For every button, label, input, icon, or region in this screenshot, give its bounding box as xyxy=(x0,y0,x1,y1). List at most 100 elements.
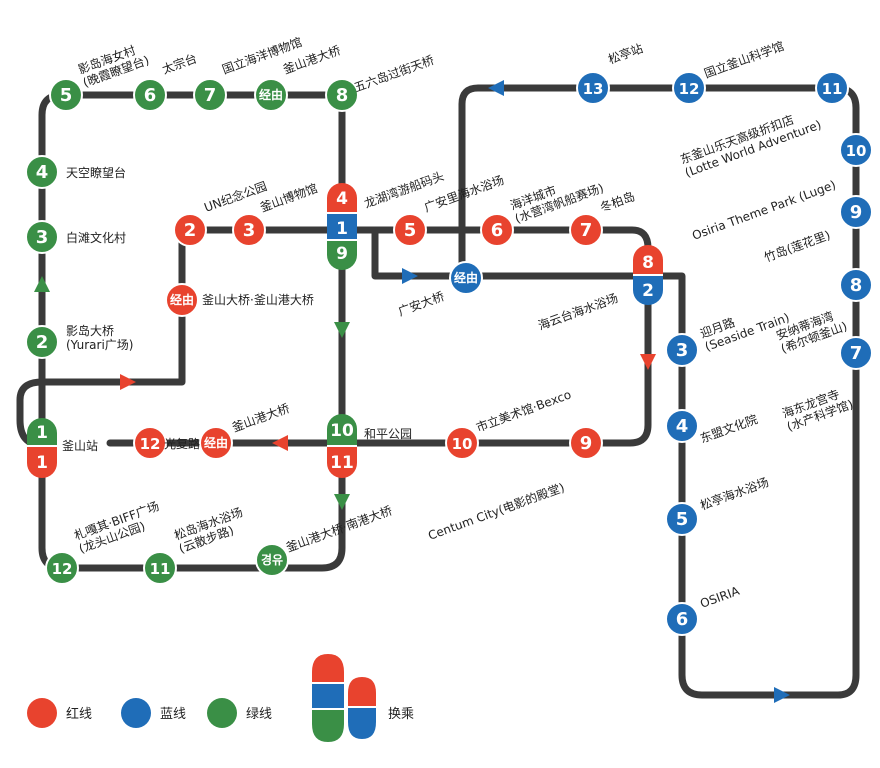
label-g1: 釜山站 xyxy=(62,438,98,453)
station-circle[interactable] xyxy=(254,78,288,112)
station-circle[interactable] xyxy=(133,78,167,112)
station-g8[interactable]: 8 xyxy=(325,78,359,112)
station-circle[interactable] xyxy=(665,409,699,443)
station-circle[interactable] xyxy=(576,71,610,105)
station-number: 经由 xyxy=(170,292,194,307)
station-circle[interactable] xyxy=(133,426,167,460)
station-circle[interactable] xyxy=(839,268,873,302)
transfer-pill-busan-station[interactable] xyxy=(27,418,57,478)
station-g6[interactable]: 6 xyxy=(133,78,167,112)
station-circle[interactable] xyxy=(665,502,699,536)
station-number: 12 xyxy=(140,435,161,453)
station-circle[interactable] xyxy=(815,71,849,105)
station-number: 6 xyxy=(676,609,689,630)
label-b5: 松亭海水浴场 xyxy=(698,474,771,513)
station-b12[interactable]: 12 xyxy=(672,71,706,105)
station-circle[interactable] xyxy=(445,426,479,460)
station-g4[interactable]: 4 xyxy=(25,155,59,189)
station-r5[interactable]: 5 xyxy=(393,213,427,247)
station-b4[interactable]: 4 xyxy=(665,409,699,443)
station-r7[interactable]: 7 xyxy=(569,213,603,247)
station-label: 釜山站 xyxy=(62,438,98,453)
station-gvia2[interactable]: 경유 xyxy=(255,543,289,577)
station-circle[interactable] xyxy=(255,543,289,577)
legend-green-dot xyxy=(207,698,237,728)
label-r9: Centum City(电影的殿堂) xyxy=(426,479,567,542)
station-b9[interactable]: 9 xyxy=(839,195,873,229)
station-g3[interactable]: 3 xyxy=(25,220,59,254)
station-label: 釜山港大桥 xyxy=(230,400,292,435)
legend-transfer-pill-2 xyxy=(348,677,376,739)
station-circle[interactable] xyxy=(165,283,199,317)
station-bvia[interactable]: 经由 xyxy=(449,261,483,295)
station-b11[interactable]: 11 xyxy=(815,71,849,105)
arrow-green-down-1 xyxy=(334,322,350,338)
station-label: 太宗台 xyxy=(160,50,199,76)
transfer-pill-yongho[interactable] xyxy=(327,183,357,270)
label-g11: 松岛海水浴场(云散步路) xyxy=(172,504,245,556)
transfer-pill-haeundae[interactable] xyxy=(633,245,663,305)
station-circle[interactable] xyxy=(665,333,699,367)
station-circle[interactable] xyxy=(393,213,427,247)
arrow-red-left xyxy=(272,435,288,451)
station-circle[interactable] xyxy=(672,71,706,105)
arrow-red-down xyxy=(640,354,656,370)
station-circle[interactable] xyxy=(839,195,873,229)
station-circle[interactable] xyxy=(45,551,79,585)
station-circle[interactable] xyxy=(665,602,699,636)
station-b6[interactable]: 6 xyxy=(665,602,699,636)
label-g3: 白滩文化村 xyxy=(66,230,126,245)
station-g5[interactable]: 5 xyxy=(49,78,83,112)
station-r3[interactable]: 3 xyxy=(232,213,266,247)
arrow-blue-right-1 xyxy=(402,268,418,284)
station-number: 11 xyxy=(822,80,843,98)
station-r6[interactable]: 6 xyxy=(480,213,514,247)
station-number: 经由 xyxy=(454,270,478,285)
transfer-pill-peace-park[interactable] xyxy=(327,414,357,478)
station-circle[interactable] xyxy=(569,426,603,460)
station-circle[interactable] xyxy=(25,155,59,189)
station-circle[interactable] xyxy=(839,336,873,370)
station-circle[interactable] xyxy=(173,213,207,247)
station-b3[interactable]: 3 xyxy=(665,333,699,367)
station-rvia2[interactable]: 经由 xyxy=(199,426,233,460)
station-label: 海云台海水浴场 xyxy=(536,290,620,333)
station-r9[interactable]: 9 xyxy=(569,426,603,460)
station-circle[interactable] xyxy=(232,213,266,247)
station-label: 白滩文化村 xyxy=(66,230,126,245)
station-circle[interactable] xyxy=(325,78,359,112)
label-g12: 札嘎其·BIFF广场(龙头山公园) xyxy=(72,499,161,556)
station-rvia1[interactable]: 经由 xyxy=(165,283,199,317)
station-circle[interactable] xyxy=(569,213,603,247)
station-b5[interactable]: 5 xyxy=(665,502,699,536)
station-b13[interactable]: 13 xyxy=(576,71,610,105)
station-number: 8 xyxy=(850,275,863,296)
station-b10[interactable]: 10 xyxy=(839,133,873,167)
station-r10[interactable]: 10 xyxy=(445,426,479,460)
station-circle[interactable] xyxy=(193,78,227,112)
label-b12: 国立釜山科学馆 xyxy=(702,38,786,81)
station-r12[interactable]: 12 xyxy=(133,426,167,460)
station-circle[interactable] xyxy=(449,261,483,295)
station-number: 7 xyxy=(850,343,863,364)
station-number: 6 xyxy=(491,220,504,241)
station-circle[interactable] xyxy=(480,213,514,247)
label-r12: 光复路 xyxy=(164,436,200,451)
station-g7[interactable]: 7 xyxy=(193,78,227,112)
station-r2[interactable]: 2 xyxy=(173,213,207,247)
station-b7[interactable]: 7 xyxy=(839,336,873,370)
station-label: OSIRIA xyxy=(698,583,742,610)
station-circle[interactable] xyxy=(839,133,873,167)
station-g12[interactable]: 12 xyxy=(45,551,79,585)
station-b8[interactable]: 8 xyxy=(839,268,873,302)
station-circle[interactable] xyxy=(25,325,59,359)
station-circle[interactable] xyxy=(49,78,83,112)
station-gvia1[interactable]: 经由 xyxy=(254,78,288,112)
station-g2[interactable]: 2 xyxy=(25,325,59,359)
station-circle[interactable] xyxy=(25,220,59,254)
station-g11[interactable]: 11 xyxy=(143,551,177,585)
label-r10: 市立美术馆·Bexco xyxy=(474,387,573,435)
station-circle[interactable] xyxy=(143,551,177,585)
station-circle[interactable] xyxy=(199,426,233,460)
label-r8: 海云台海水浴场 xyxy=(536,290,620,333)
